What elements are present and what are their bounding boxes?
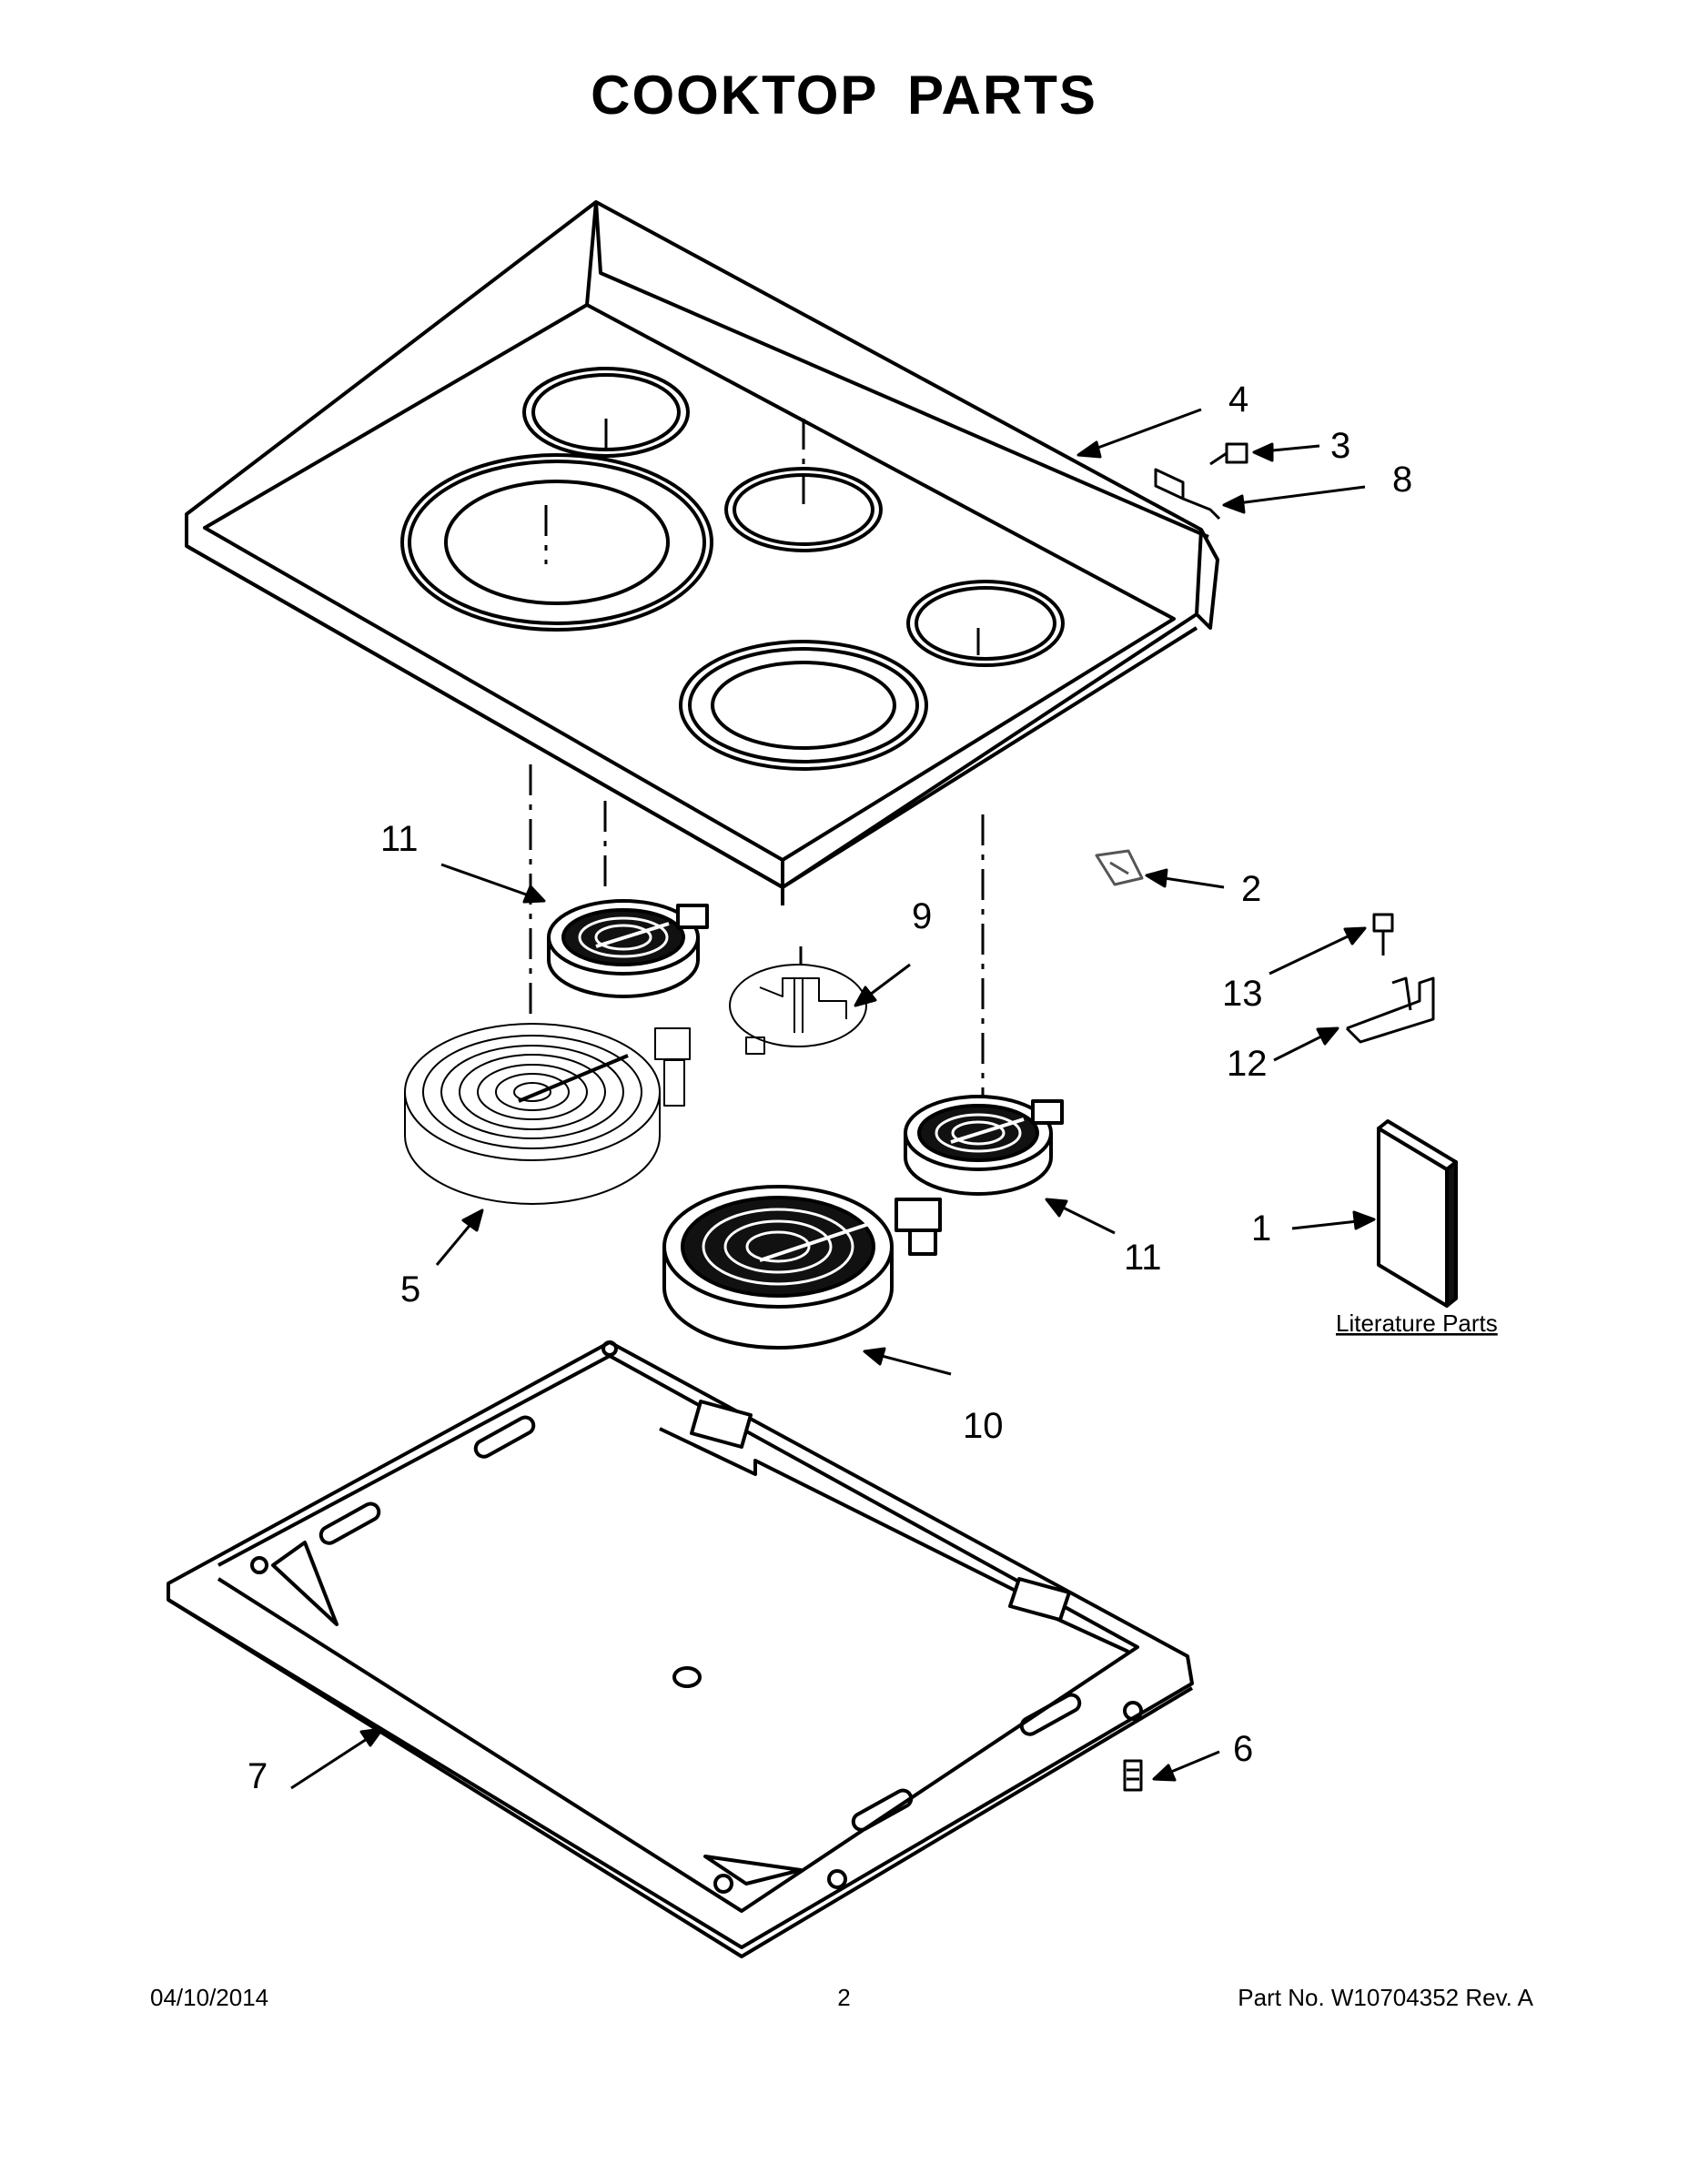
alignment-lines (529, 419, 985, 1151)
page-title: COOKTOP PARTS (591, 65, 1097, 126)
callout-1: 1 (1251, 1208, 1271, 1249)
callout-labels: 4 3 8 2 13 12 1 11 9 5 11 10 7 6 Literat… (248, 379, 1498, 1796)
screw-part-3 (1209, 442, 1248, 466)
cooktop-glass (185, 200, 1219, 905)
footer-date: 04/10/2014 (150, 1984, 269, 2011)
bracket-part-8 (1154, 468, 1221, 521)
large-element (404, 1023, 691, 1205)
callout-2: 2 (1241, 869, 1261, 909)
literature-parts-label: Literature Parts (1336, 1309, 1498, 1337)
callout-3: 3 (1330, 426, 1350, 466)
literature-book (1377, 1119, 1458, 1308)
screw-part-6 (1123, 1759, 1143, 1792)
callout-11-top: 11 (380, 819, 419, 859)
footer-page-number: 2 (837, 1984, 851, 2011)
callout-13: 13 (1222, 974, 1263, 1014)
bracket-part-12 (1345, 976, 1435, 1044)
burner-box (167, 1340, 1194, 1958)
footer-part-number: Part No. W10704352 Rev. A (1238, 1984, 1533, 2011)
small-element-top (547, 899, 709, 998)
leader-arrows (290, 408, 1376, 1790)
callout-6: 6 (1233, 1729, 1253, 1769)
small-element-right (904, 1095, 1064, 1196)
callout-7: 7 (248, 1756, 268, 1796)
callout-12: 12 (1227, 1044, 1268, 1084)
screw-part-13 (1372, 913, 1394, 956)
callout-10: 10 (963, 1406, 1004, 1446)
callout-8: 8 (1392, 460, 1412, 500)
callout-5: 5 (400, 1269, 420, 1309)
callout-11-right: 11 (1124, 1238, 1162, 1278)
callout-4: 4 (1228, 379, 1248, 420)
heat-shield (729, 964, 867, 1055)
clip-part-2 (1095, 849, 1144, 886)
medium-element (662, 1185, 942, 1350)
callout-9: 9 (912, 896, 932, 936)
